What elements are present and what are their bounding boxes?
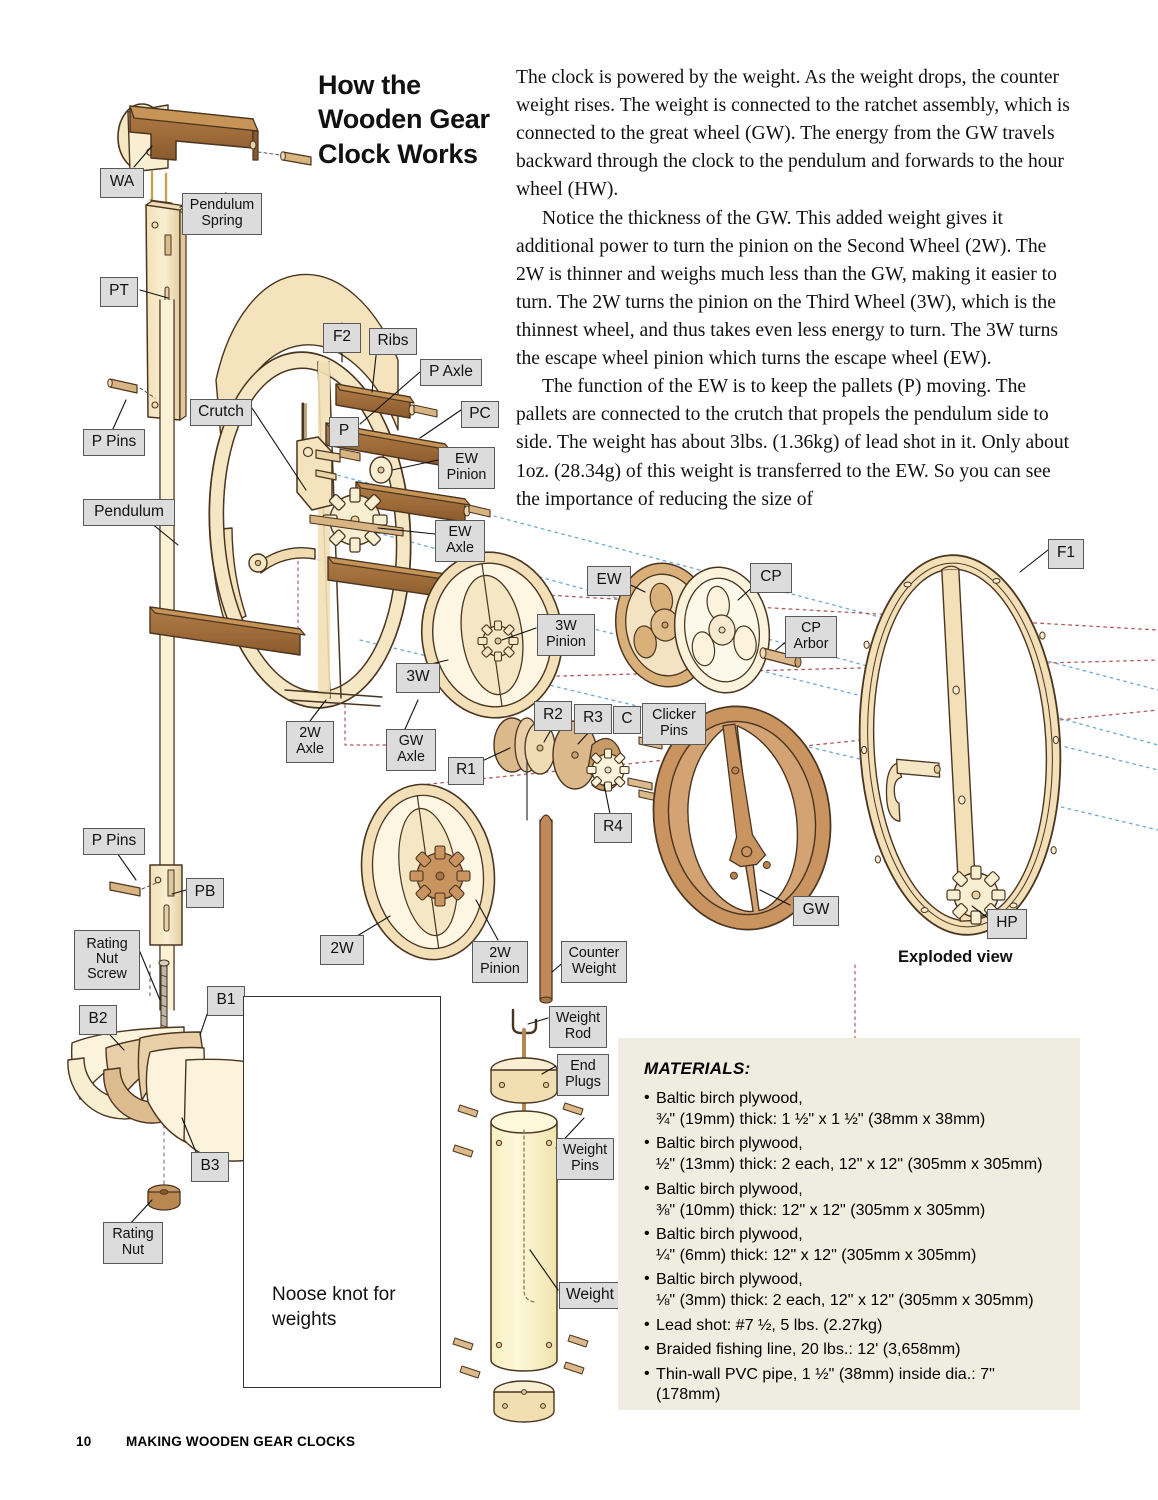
callout-label-weight: Weight <box>559 1282 621 1309</box>
callout-label-r3: R3 <box>574 704 612 734</box>
callout-label-3w: 3W <box>396 663 440 693</box>
callout-label-pendulum: Pendulum <box>83 499 175 526</box>
callout-label-b3: B3 <box>191 1152 229 1182</box>
f1-frame <box>858 554 1062 936</box>
wa-assembly <box>117 103 312 215</box>
callout-label-crutch: Crutch <box>190 399 252 426</box>
material-item: Lead shot: #7 ½, 5 lbs. (2.27kg) <box>644 1314 1056 1336</box>
callout-label-pb: PB <box>186 878 224 908</box>
material-item: Baltic birch plywood, ⅜" (10mm) thick: 12… <box>644 1178 1056 1221</box>
materials-heading: MATERIALS: <box>644 1059 751 1078</box>
material-item: Baltic birch plywood, ¾" (19mm) thick: 1 … <box>644 1087 1056 1130</box>
weight-assembly <box>452 1008 589 1423</box>
material-item: Braided fishing line, 20 lbs.: 12' (3,65… <box>644 1338 1056 1360</box>
exploded-view-caption: Exploded view <box>898 948 1013 966</box>
callout-label-gw-axle: GW Axle <box>386 729 436 771</box>
pendulum-bob-assembly <box>67 864 249 1211</box>
cp-wheel <box>673 566 771 694</box>
callout-label-clicker-pins: Clicker Pins <box>642 703 706 745</box>
material-item-line2: ⅛" (3mm) thick: 2 each, 12" x 12" (305mm… <box>656 1291 1034 1310</box>
page-title: How the Wooden Gear Clock Works <box>318 68 503 171</box>
body-text-column: The clock is powered by the weight. As t… <box>516 64 1078 514</box>
footer-page-number: 10 <box>76 1434 92 1449</box>
material-item-line1: Thin-wall PVC pipe, 1 ½" (38mm) inside d… <box>656 1364 995 1404</box>
page-title-line-3: Clock Works <box>318 138 478 169</box>
callout-label-weight-pins: Weight Pins <box>556 1138 614 1180</box>
material-item-line1: Baltic birch plywood, <box>656 1089 803 1107</box>
body-paragraph-2: Notice the thickness of the GW. This add… <box>516 207 1058 370</box>
callout-label-pc: PC <box>461 401 499 428</box>
material-item: Baltic birch plywood, ⅛" (3mm) thick: 2 e… <box>644 1268 1056 1311</box>
callout-label-wa: WA <box>100 168 144 198</box>
callout-label-r2: R2 <box>534 701 572 731</box>
callout-label-rating-nut-screw: Rating Nut Screw <box>74 930 140 990</box>
callout-label-2w-axle: 2W Axle <box>286 721 334 763</box>
callout-label-r4: R4 <box>594 813 632 843</box>
material-item-line1: Lead shot: #7 ½, 5 lbs. (2.27kg) <box>656 1315 883 1334</box>
callout-label-f2: F2 <box>323 323 361 353</box>
material-item-line1: Baltic birch plywood, <box>656 1179 803 1198</box>
cp-arbor <box>759 647 802 668</box>
callout-label-weight-rod: Weight Rod <box>549 1006 607 1048</box>
callout-label-end-plugs: End Plugs <box>557 1054 609 1096</box>
material-item-line2: ¼" (6mm) thick: 12" x 12" (305mm x 305mm… <box>656 1245 977 1264</box>
callout-label-ribs: Ribs <box>369 328 417 355</box>
callout-label-f1: F1 <box>1048 539 1084 569</box>
material-item-line1: Braided fishing line, 20 lbs.: 12' (3,65… <box>656 1340 961 1359</box>
footer-book-title: MAKING WOODEN GEAR CLOCKS <box>126 1434 356 1449</box>
callout-label-3w-pinion: 3W Pinion <box>537 614 595 656</box>
materials-box: MATERIALS: Baltic birch plywood, ¾" (19mm… <box>618 1038 1080 1410</box>
callout-label-ew-pinion: EW Pinion <box>438 447 495 489</box>
callout-label-cp-arbor: CP Arbor <box>785 616 837 658</box>
callout-label-b1: B1 <box>207 986 245 1016</box>
callout-label-ew-axle: EW Axle <box>435 520 485 562</box>
material-item-line1: Baltic birch plywood, <box>656 1225 803 1244</box>
callout-label-cp: CP <box>750 563 792 593</box>
noose-knot-inset-frame <box>243 996 441 1388</box>
callout-label-c: C <box>613 706 641 734</box>
ratchet-assembly <box>493 717 663 803</box>
callout-label-hp: HP <box>987 909 1027 939</box>
callout-label-pendulum-spring: Pendulum Spring <box>182 193 262 235</box>
page-title-line-2: Wooden Gear <box>318 104 490 135</box>
material-item: Baltic birch plywood, ½" (13mm) thick: 2 … <box>644 1132 1056 1175</box>
body-paragraph-3: The function of the EW is to keep the pa… <box>516 376 1070 510</box>
callout-label-counter-weight: Counter Weight <box>561 941 627 983</box>
2w-wheel <box>360 783 496 961</box>
gw-great-wheel <box>652 705 832 931</box>
material-item-line2: ⅜" (10mm) thick: 12" x 12" (305mm x 305m… <box>656 1200 986 1219</box>
body-paragraph-1: The clock is powered by the weight. As t… <box>516 67 1070 201</box>
material-item-line1: Baltic birch plywood, <box>656 1134 803 1153</box>
callout-label-2w: 2W <box>320 935 364 965</box>
material-item: Thin-wall PVC pipe, 1 ½" (38mm) inside d… <box>644 1363 1056 1406</box>
material-item-line1: Baltic birch plywood, <box>656 1270 803 1289</box>
page-title-line-1: How the <box>318 70 421 100</box>
callout-label-b2: B2 <box>79 1005 117 1035</box>
3w-gear <box>420 546 564 719</box>
callout-label-2w-pinion: 2W Pinion <box>472 941 528 983</box>
callout-label-pt: PT <box>100 277 138 307</box>
callout-label-gw: GW <box>793 896 839 926</box>
noose-knot-caption: Noose knot for weights <box>272 1284 396 1330</box>
callout-label-p-pins-bottom: P Pins <box>83 828 145 855</box>
callout-label-ew: EW <box>587 566 631 596</box>
callout-label-p-pins-top: P Pins <box>83 429 145 456</box>
material-item-line2: ¾" (19mm) thick: 1 ½" x 1 ½" (38mm x 38m… <box>656 1109 986 1128</box>
callout-label-r1: R1 <box>448 757 484 785</box>
page-footer: 10 MAKING WOODEN GEAR CLOCKS <box>76 1434 355 1449</box>
callout-label-p: P <box>329 417 359 447</box>
material-item-line2: ½" (13mm) thick: 2 each, 12" x 12" (305m… <box>656 1155 1043 1174</box>
materials-list: Baltic birch plywood, ¾" (19mm) thick: 1 … <box>644 1087 1056 1406</box>
counter-weight <box>526 759 553 1004</box>
material-item: Baltic birch plywood,¼" (6mm) thick: 12"… <box>644 1223 1056 1266</box>
pt-block <box>107 200 187 1011</box>
callout-label-p-axle: P Axle <box>420 359 482 386</box>
callout-label-rating-nut: Rating Nut <box>103 1222 163 1264</box>
f2-ribs-and-axles <box>149 383 493 656</box>
